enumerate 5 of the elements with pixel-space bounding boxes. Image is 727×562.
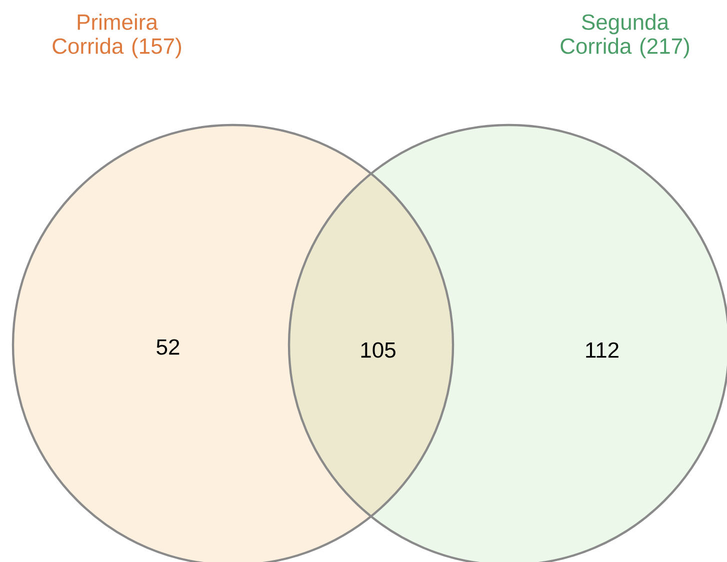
count-label: 52 bbox=[156, 339, 180, 355]
set-title: Primeira Corrida (157) bbox=[52, 14, 182, 58]
set-title: Segunda Corrida (217) bbox=[560, 14, 690, 58]
count-label: 112 bbox=[586, 342, 618, 358]
count-label: 105 bbox=[361, 342, 396, 358]
